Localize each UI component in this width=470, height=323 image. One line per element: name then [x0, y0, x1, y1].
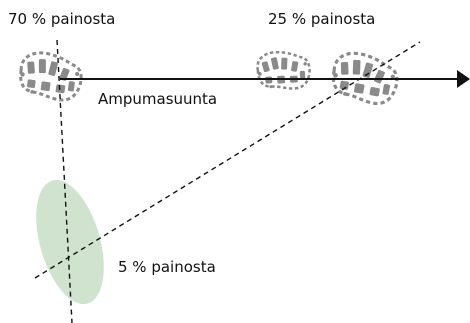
front-footprint-icon	[18, 50, 84, 102]
front-foot-weight-label: 70 % painosta	[8, 10, 115, 28]
support-weight-label: 5 % painosta	[118, 258, 216, 276]
support-area-ellipse	[24, 172, 117, 312]
diagonal-stance-dashed-line	[35, 42, 420, 278]
rear-feet-weight-label: 25 % painosta	[268, 10, 375, 28]
shooting-direction-arrowhead	[457, 70, 470, 88]
rear-left-footprint-icon	[257, 50, 311, 91]
shooting-direction-label: Ampumasuunta	[98, 90, 217, 108]
